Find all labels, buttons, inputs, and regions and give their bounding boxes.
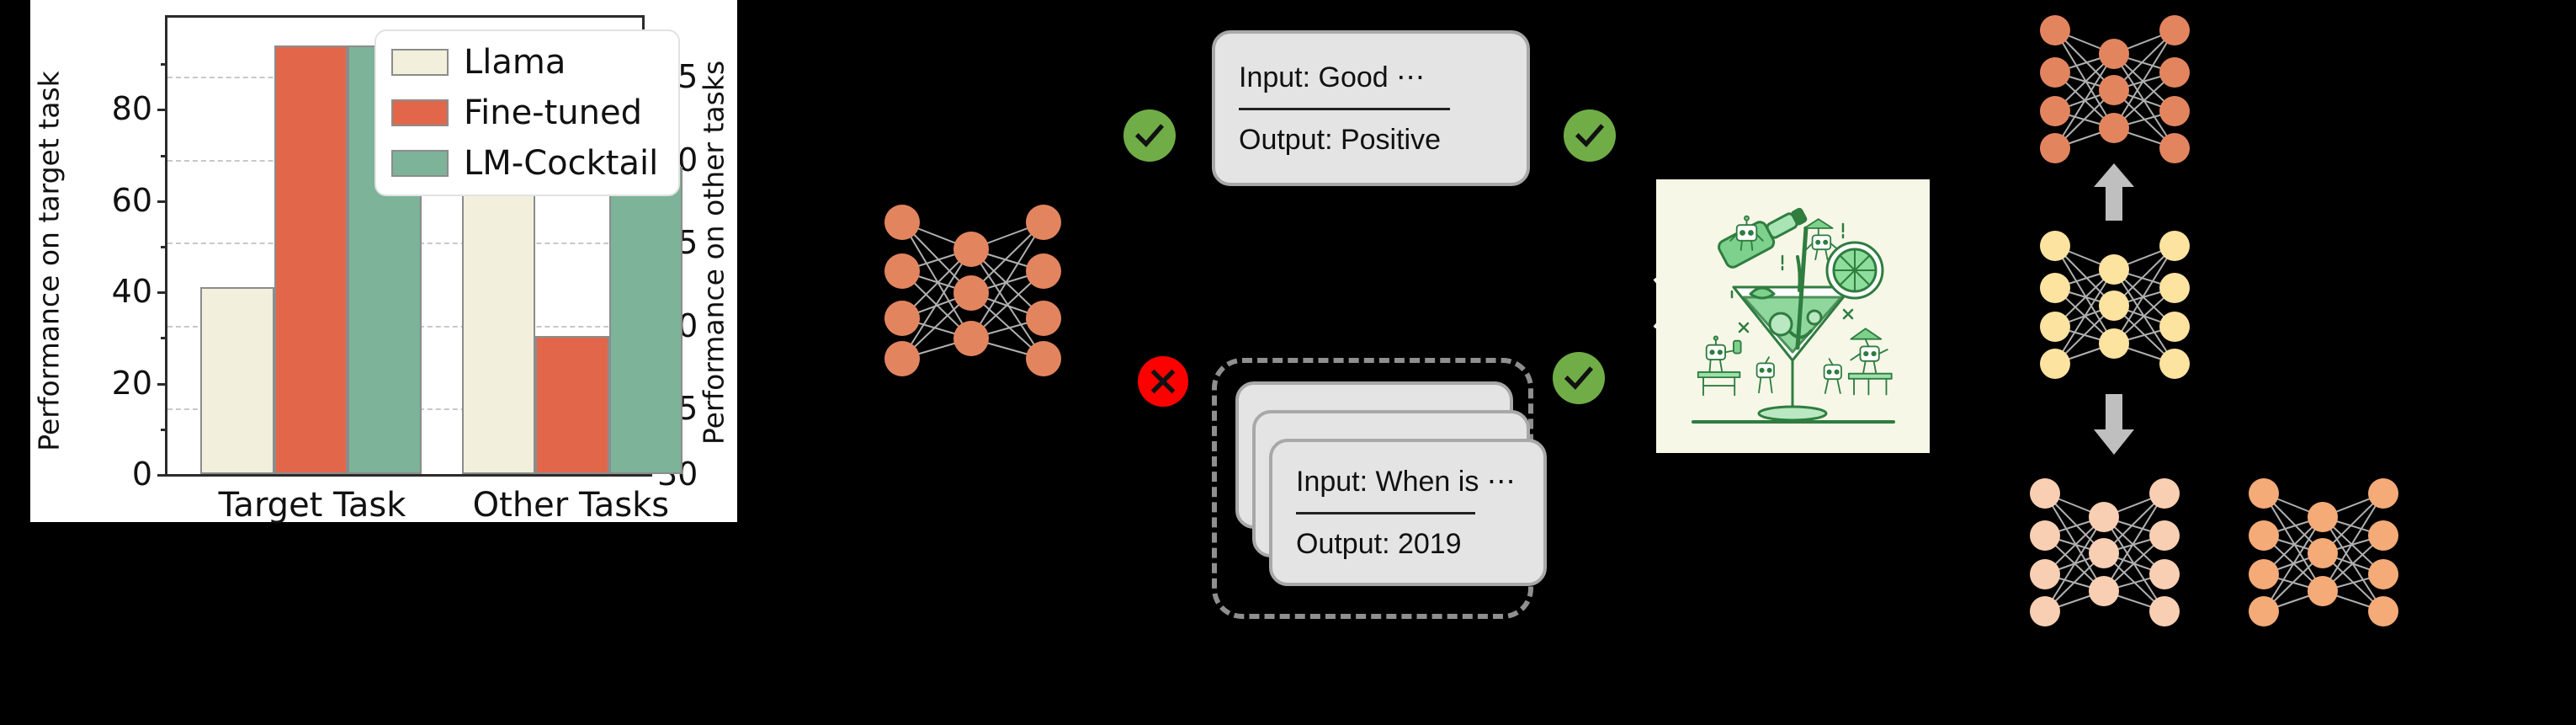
card-input-text: Input: When is ⋯ — [1296, 465, 1516, 498]
left-minor-tick — [161, 337, 167, 340]
left-tick-0: 0 — [132, 456, 168, 493]
legend-swatch-llama — [391, 49, 449, 76]
base-model-network — [870, 194, 1072, 379]
left-tick-40: 40 — [112, 273, 168, 310]
example-card-positive[interactable]: Input: Good ⋯ Output: Positive — [1212, 30, 1530, 186]
left-tick-20: 20 — [112, 365, 168, 402]
bar-other-finetuned — [535, 336, 609, 474]
check-icon — [1553, 352, 1605, 404]
legend-swatch-fine-tuned — [391, 99, 449, 126]
cross-glyph — [1150, 369, 1176, 394]
other-model-network-left — [2020, 472, 2192, 636]
left-tick-60: 60 — [112, 182, 168, 219]
bar-target-llama — [200, 286, 274, 474]
fine-tuned-network-top — [2030, 8, 2202, 173]
legend-swatch-lm-cocktail — [391, 150, 449, 177]
card-output-text: Output: 2019 — [1296, 527, 1462, 560]
left-minor-tick — [161, 63, 167, 67]
legend-label-lm-cocktail: LM-Cocktail — [464, 144, 659, 183]
card-input-text: Input: Good ⋯ — [1239, 61, 1426, 93]
performance-bar-chart: Performance on target task Performance o… — [30, 0, 737, 525]
bar-other-llama — [461, 192, 536, 474]
legend-item-lm-cocktail: LM-Cocktail — [391, 144, 658, 183]
card-divider — [1296, 511, 1475, 514]
card-divider — [1239, 107, 1451, 110]
arrow-down-icon — [2094, 394, 2134, 455]
check-icon — [1564, 109, 1616, 162]
left-minor-tick — [161, 428, 167, 431]
example-card-other[interactable]: Input: When is ⋯ Output: 2019 — [1269, 439, 1547, 586]
other-model-network-right — [2239, 472, 2411, 636]
check-glyph — [1564, 366, 1594, 390]
legend-item-llama: Llama — [391, 43, 658, 82]
bar-other-lmcocktail — [608, 167, 683, 474]
chart-legend: Llama Fine-tuned LM-Cocktail — [374, 29, 681, 196]
right-axis-label: Performance on other tasks — [697, 60, 730, 445]
xtick-other-tasks: Other Tasks — [472, 486, 670, 525]
check-glyph — [1134, 124, 1165, 147]
legend-label-llama: Llama — [464, 43, 566, 82]
legend-label-fine-tuned: Fine-tuned — [464, 93, 642, 132]
plot-area: 80 60 40 20 0 55 50 45 40 35 30 Target T… — [112, 15, 698, 525]
cross-icon — [1138, 356, 1188, 407]
lm-cocktail-illustration — [1656, 179, 1930, 453]
card-output-text: Output: Positive — [1239, 123, 1442, 156]
left-minor-tick — [161, 246, 167, 248]
merged-model-network — [2030, 224, 2202, 388]
legend-item-fine-tuned: Fine-tuned — [391, 93, 658, 132]
left-tick-80: 80 — [112, 90, 168, 127]
left-axis-label: Performance on target task — [32, 71, 66, 451]
left-minor-tick — [161, 154, 167, 157]
bar-target-finetuned — [274, 45, 348, 474]
xtick-target-task: Target Task — [218, 486, 406, 525]
check-glyph — [1575, 124, 1605, 147]
arrow-up-icon — [2094, 163, 2134, 221]
check-icon — [1123, 109, 1176, 162]
